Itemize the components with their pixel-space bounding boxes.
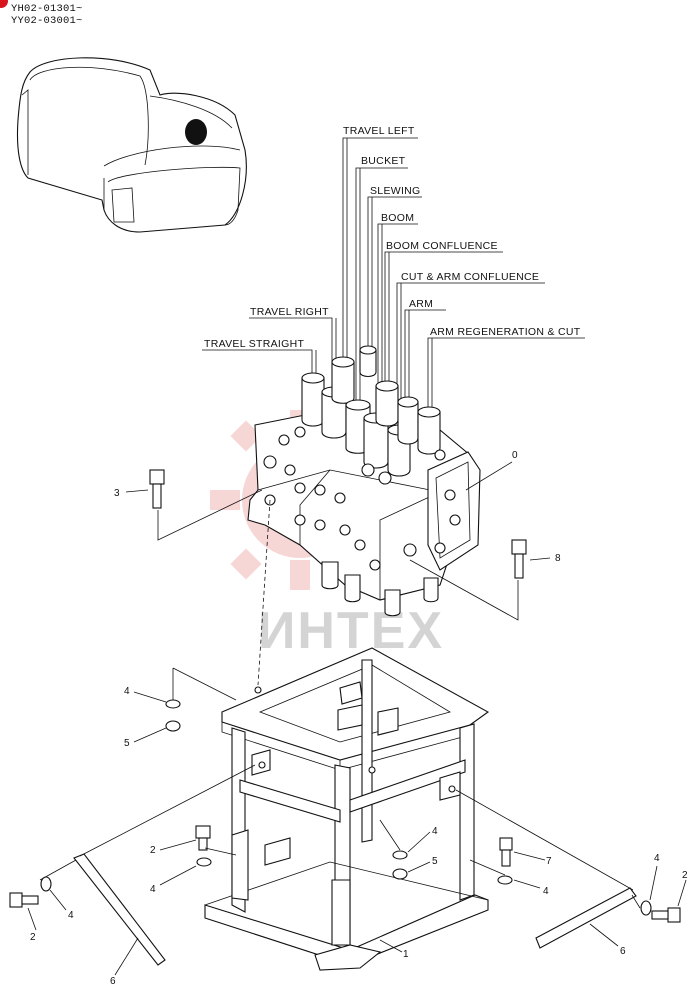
part-number-2-right: 2 [682, 870, 688, 881]
label-slewing: SLEWING [370, 185, 421, 197]
washer-4-right [497, 875, 513, 885]
part-number-4-right: 4 [543, 886, 549, 897]
part-number-2-bottom-left: 2 [30, 932, 36, 943]
part-number-2-mid: 2 [150, 845, 156, 856]
part-number-7: 7 [546, 856, 552, 867]
label-bucket: BUCKET [361, 155, 406, 167]
washer-4-top-left [165, 699, 181, 709]
fasteners [9, 469, 681, 923]
serial-range-1: YH02-01301~ [11, 3, 83, 15]
bolt-7 [499, 837, 513, 867]
stay-6-right [535, 887, 637, 949]
label-boom: BOOM [381, 212, 414, 224]
excavator-cab-illustration [16, 57, 247, 233]
watermark-text: ИНТЕХ [258, 602, 444, 660]
spool-ends-bottom [321, 561, 439, 617]
part-number-3: 3 [114, 488, 120, 499]
washer-4-bottom-right [640, 900, 652, 916]
label-arm-regeneration-cut: ARM REGENERATION & CUT [430, 326, 581, 338]
part-number-8: 8 [555, 553, 561, 564]
part-number-1: 1 [403, 949, 409, 960]
part-number-4-far-right: 4 [654, 853, 660, 864]
nut-5-top-left [165, 720, 181, 732]
part-numbers: 0 1 2 2 2 3 4 4 4 4 4 4 5 5 6 6 7 8 [30, 450, 688, 987]
bolt-2-mid [195, 825, 211, 851]
part-number-4-bottom-left: 4 [68, 910, 74, 921]
label-travel-left: TRAVEL LEFT [343, 125, 415, 137]
valve-ports [263, 426, 461, 571]
part-number-4-center: 4 [432, 826, 438, 837]
washer-4-mid-left [196, 857, 212, 867]
part-number-4-mid-left: 4 [150, 884, 156, 895]
control-valve-assembly [247, 345, 481, 617]
callout-leaders [202, 137, 585, 440]
bolt-2-bottom-right [651, 907, 681, 923]
washer-4-center [392, 850, 408, 860]
bolt-2-bottom-left [9, 892, 39, 908]
part-number-6-right: 6 [620, 946, 626, 957]
label-travel-straight: TRAVEL STRAIGHT [204, 338, 304, 350]
label-boom-confluence: BOOM CONFLUENCE [386, 240, 498, 252]
spool-caps [301, 345, 441, 477]
mounting-frame [204, 647, 490, 971]
part-number-0: 0 [512, 450, 518, 461]
bolt-8 [511, 539, 527, 579]
bolt-3 [149, 469, 165, 509]
part-number-4-top-left: 4 [124, 686, 130, 697]
part-number-5-left: 5 [124, 738, 130, 749]
corner-marker [0, 0, 8, 8]
label-travel-right: TRAVEL RIGHT [250, 306, 329, 318]
label-arm: ARM [409, 298, 433, 310]
nut-5-center [392, 868, 408, 880]
washer-4-bottom-left [40, 876, 52, 892]
label-cut-arm-confluence: CUT & ARM CONFLUENCE [401, 271, 539, 283]
callout-labels: TRAVEL LEFT BUCKET SLEWING BOOM BOOM CON… [204, 125, 581, 350]
part-number-6-left: 6 [110, 976, 116, 987]
part-leaders [27, 461, 687, 976]
stay-6-left [73, 853, 166, 966]
serial-range-2: YY02-03001~ [11, 15, 83, 27]
part-number-5-center: 5 [432, 856, 438, 867]
